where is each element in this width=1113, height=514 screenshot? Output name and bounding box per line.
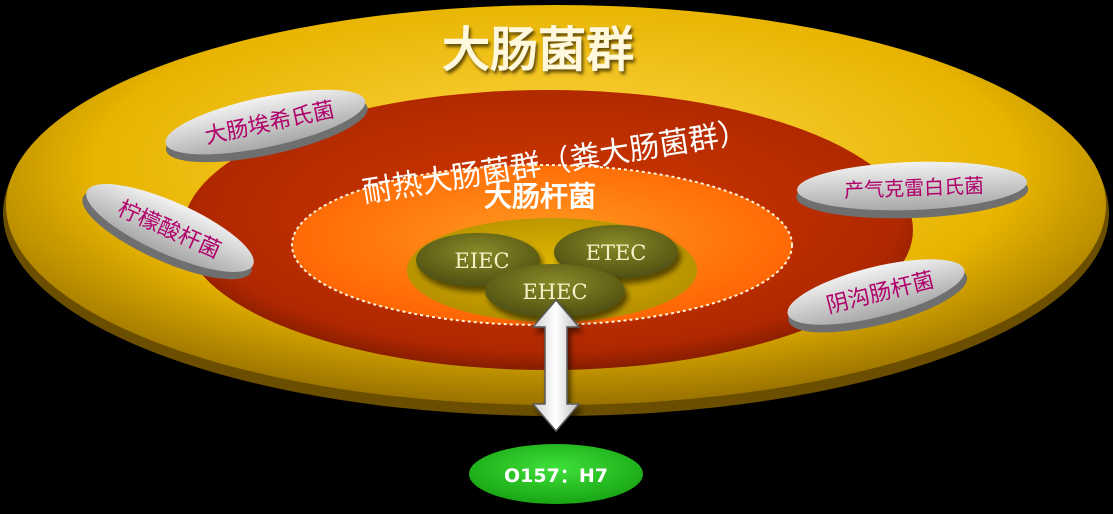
etec-disk (554, 225, 678, 279)
outer-title: 大肠菌群 (442, 22, 634, 78)
pill-enterobacter-shape (787, 259, 965, 325)
pill-klebsiella-label: 产气克雷白氏菌 (844, 173, 985, 202)
serotype-label: O157：H7 (504, 465, 608, 487)
ehec-label: EHEC (522, 280, 587, 304)
double-arrow-icon (531, 298, 581, 433)
pill-klebsiella: 产气克雷白氏菌 (796, 161, 1029, 219)
pill-citrobacter-shape (86, 184, 254, 272)
pill-e-coli-shape (165, 89, 366, 155)
pill-citrobacter: 柠檬酸杆菌 (82, 184, 254, 280)
inner-title: 大肠杆菌 (484, 180, 596, 213)
pill-klebsiella-shape (797, 161, 1027, 211)
ehec-disk (485, 264, 625, 318)
eiec-label: EIEC (454, 249, 509, 273)
etec-label: ETEC (586, 241, 647, 265)
serotype-ellipse (469, 444, 643, 504)
pill-enterobacter: 阴沟肠杆菌 (787, 259, 968, 333)
